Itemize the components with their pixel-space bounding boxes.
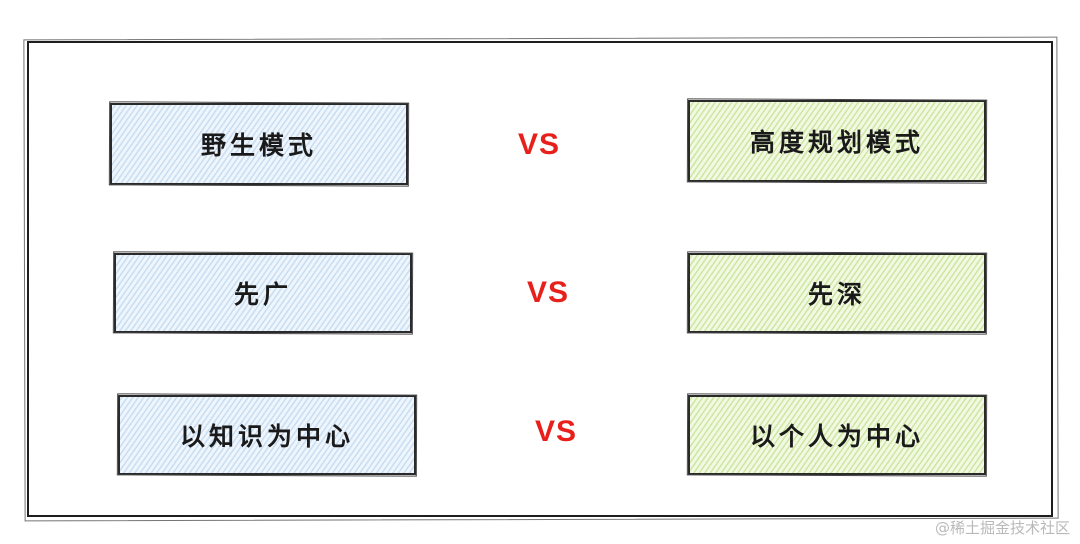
right-box-row-1-label: 高度规划模式 [749,128,924,157]
left-box-row-2: 先广 [114,253,412,333]
vs-label-row-1: VS [518,128,561,161]
vs-label-row-3: VS [535,415,578,448]
right-box-row-2: 先深 [688,253,986,333]
watermark-text: @稀土掘金技术社区 [934,519,1070,537]
left-box-row-3-label: 以知识为中心 [179,422,354,451]
right-box-row-3: 以个人为中心 [688,395,986,475]
outer-frame [27,41,1053,517]
right-box-row-2-label: 先深 [807,280,866,309]
right-box-row-1: 高度规划模式 [688,100,986,182]
left-box-row-1-label: 野生模式 [200,131,317,160]
vs-label-row-2: VS [527,276,570,309]
left-box-row-1: 野生模式 [110,103,408,185]
left-box-row-2-label: 先广 [233,280,292,309]
left-box-row-3: 以知识为中心 [118,395,416,475]
right-box-row-3-label: 以个人为中心 [749,422,924,451]
